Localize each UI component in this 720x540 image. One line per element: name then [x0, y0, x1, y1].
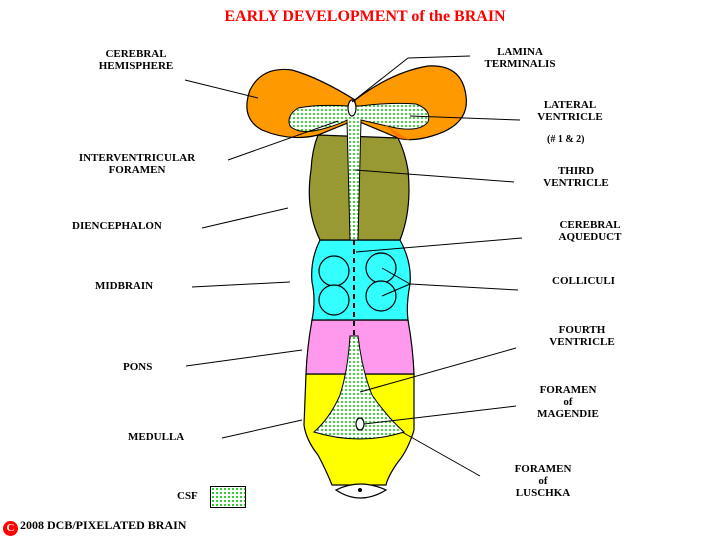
- label-fourth-ventricle: FOURTH VENTRICLE: [549, 324, 615, 348]
- lamina-terminalis-opening: [347, 99, 357, 117]
- leader-foramen-magendie: [363, 405, 517, 425]
- right-hemisphere-shadow: [384, 124, 410, 140]
- csf-legend-swatch: [210, 486, 246, 508]
- label-third-ventricle: THIRD VENTRICLE: [543, 165, 609, 189]
- label-pons: PONS: [123, 361, 153, 373]
- leader-third-ventricle: [354, 169, 515, 183]
- leader-colliculi-1: [409, 283, 519, 291]
- leader-pons: [185, 349, 303, 367]
- label-colliculi: COLLICULI: [552, 275, 615, 287]
- colliculus-upper-right: [365, 252, 397, 284]
- label-csf: CSF: [177, 490, 198, 502]
- leader-foramen-luschka: [401, 431, 481, 477]
- diagram-title: EARLY DEVELOPMENT of the BRAIN: [224, 8, 506, 25]
- label-diencephalon: DIENCEPHALON: [72, 220, 162, 232]
- lateral-ventricles-csf: [288, 102, 430, 241]
- label-foramen-luschka: FORAMEN of LUSCHKA: [514, 463, 572, 499]
- leader-midbrain: [191, 281, 291, 288]
- label-lamina-terminalis: LAMINA TERMINALIS: [484, 46, 556, 70]
- label-lateral-ventricle-note: (# 1 & 2): [547, 134, 585, 145]
- foramen-magendie-opening: [355, 417, 365, 431]
- leader-medulla: [221, 419, 303, 439]
- leader-cerebral-aqueduct: [355, 237, 523, 253]
- leader-diencephalon: [201, 207, 289, 229]
- pons-region: [305, 319, 415, 375]
- leader-lateral-ventricle: [409, 115, 521, 121]
- colliculus-lower-right: [365, 280, 397, 312]
- leader-cerebral-hemisphere: [184, 79, 259, 99]
- label-lateral-ventricle: LATERAL VENTRICLE: [537, 99, 603, 123]
- leader-lamina-terminalis: [407, 55, 471, 59]
- leader-fourth-ventricle: [359, 347, 517, 393]
- copyright-icon: C: [3, 521, 18, 536]
- fourth-ventricle-csf: [312, 335, 405, 440]
- leader-lamina-terminalis-2: [351, 57, 409, 103]
- label-cerebral-aqueduct: CEREBRAL AQUEDUCT: [558, 219, 622, 243]
- leader-colliculi-3: [381, 283, 411, 297]
- central-canal: [358, 488, 362, 492]
- label-interventricular-foramen: INTERVENTRICULAR FORAMEN: [78, 152, 196, 176]
- leader-interventricular-foramen: [227, 120, 339, 161]
- colliculus-upper-left: [318, 255, 350, 287]
- label-medulla: MEDULLA: [128, 431, 185, 443]
- copyright-text: 2008 DCB/PIXELATED BRAIN: [20, 518, 187, 532]
- label-foramen-magendie: FORAMEN of MAGENDIE: [537, 384, 599, 420]
- label-midbrain: MIDBRAIN: [95, 280, 154, 292]
- colliculus-lower-left: [318, 284, 350, 316]
- leader-colliculi-2: [381, 267, 411, 285]
- label-cerebral-hemisphere: CEREBRAL HEMISPHERE: [98, 48, 174, 72]
